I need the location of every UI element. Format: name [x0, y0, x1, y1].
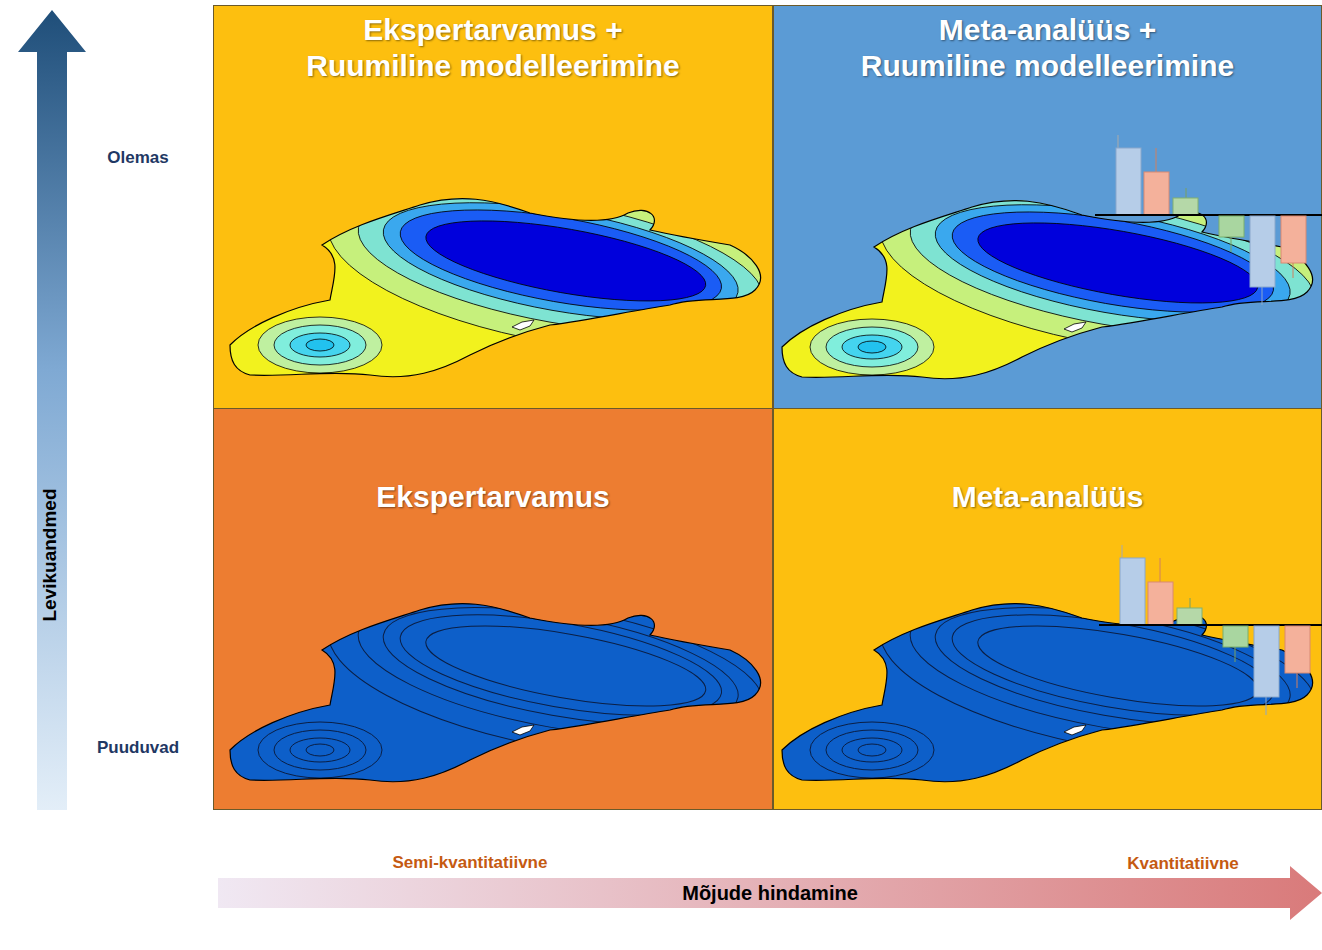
axis-value: Kvantitatiivne	[1127, 854, 1238, 874]
axis-value: Olemas	[107, 148, 168, 168]
axis-title: Mõjude hindamine	[682, 882, 858, 905]
axis-value: Puuduvad	[97, 738, 179, 758]
quadrant-title: Meta-analüüs + Ruumiline modelleerimine	[788, 12, 1308, 84]
quadrant-title: Ekspertarvamus	[233, 479, 753, 515]
quadrant-title: Meta-analüüs	[788, 479, 1308, 515]
axis-title: Levikuandmed	[39, 488, 61, 621]
axis-value: Semi-kvantitatiivne	[393, 853, 548, 873]
quadrant-title: Ekspertarvamus + Ruumiline modelleerimin…	[233, 12, 753, 84]
